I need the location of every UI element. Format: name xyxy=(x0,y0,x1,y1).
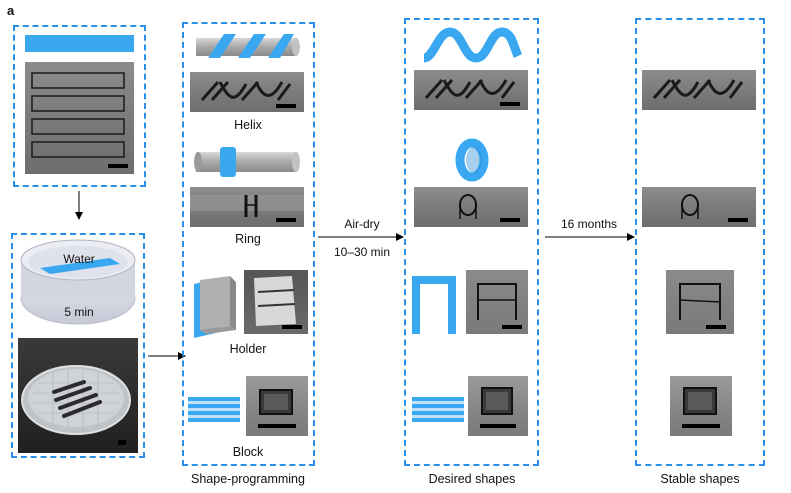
holder-illustration xyxy=(194,276,236,338)
ring-stable-micrograph xyxy=(642,187,756,227)
block-desired-sem-drawing xyxy=(481,387,513,415)
holder-stable-micrograph xyxy=(666,270,734,334)
holder-desired-micrograph xyxy=(466,270,528,334)
block-desired-micrograph xyxy=(468,376,528,436)
scale-bar xyxy=(728,218,748,222)
helix-wrap-illustration xyxy=(196,34,300,58)
block-illustration xyxy=(188,397,240,422)
block-programmed-micrograph xyxy=(246,376,308,436)
panel-letter: a xyxy=(7,3,15,18)
petri-dish-photo xyxy=(18,338,138,453)
film-preparation-box xyxy=(13,25,146,187)
ring-sem-drawing xyxy=(190,195,304,217)
ring-programmed-micrograph xyxy=(190,187,304,227)
shape-programming-caption: Shape-programming xyxy=(191,472,305,486)
block-sem-drawing xyxy=(259,389,293,415)
scale-bar xyxy=(108,164,128,168)
water-soak-box xyxy=(11,233,145,458)
ring-wrap-illustration xyxy=(194,147,300,177)
film-strips-drawing xyxy=(31,72,125,158)
air-dry-label: Air-dry xyxy=(344,217,380,231)
scale-bar xyxy=(480,424,516,428)
blue-film-strip xyxy=(25,35,134,52)
water-label: Water xyxy=(63,252,95,266)
block-label: Block xyxy=(232,445,264,459)
scale-bar xyxy=(706,325,726,329)
holder-label: Holder xyxy=(229,342,267,356)
helix-stable-sem-drawing xyxy=(652,79,744,99)
helix-label: Helix xyxy=(234,118,262,132)
stable-shapes-box xyxy=(635,18,765,466)
ring-label: Ring xyxy=(235,232,261,246)
down-arrow xyxy=(75,191,83,220)
ring-desired-micrograph xyxy=(414,187,528,227)
ring-desired-sem-drawing xyxy=(459,194,477,219)
scale-bar xyxy=(282,325,302,329)
air-dry-time-label: 10–30 min xyxy=(333,245,391,259)
holder-desired-sem-drawing xyxy=(477,283,517,320)
water-dish-illustration xyxy=(20,239,136,325)
scale-bar xyxy=(502,325,522,329)
holder-desired-illustration xyxy=(412,276,456,334)
desired-shapes-caption: Desired shapes xyxy=(428,472,516,486)
holder-stable-sem-drawing xyxy=(679,283,721,320)
helix-programmed-micrograph xyxy=(190,72,304,112)
scale-bar xyxy=(258,424,296,428)
helix-desired-illustration xyxy=(422,27,523,63)
scale-bar xyxy=(276,104,296,108)
storage-time-label: 16 months xyxy=(560,217,618,231)
stable-shapes-caption: Stable shapes xyxy=(660,472,740,486)
film-strips-micrograph xyxy=(25,62,134,174)
air-dry-arrow xyxy=(318,233,404,241)
storage-arrow xyxy=(545,233,635,241)
ring-desired-illustration xyxy=(455,138,489,182)
block-stable-micrograph xyxy=(670,376,732,436)
helix-stable-micrograph xyxy=(642,70,756,110)
desired-shapes-box xyxy=(404,18,539,466)
scale-bar xyxy=(500,102,520,106)
block-desired-illustration xyxy=(412,397,464,422)
helix-desired-micrograph xyxy=(414,70,528,110)
petri-dish-drawing xyxy=(21,365,131,435)
shape-programming-box xyxy=(182,22,315,466)
holder-sem-drawing xyxy=(254,276,296,326)
helix-desired-sem-drawing xyxy=(424,79,516,99)
scale-bar xyxy=(682,424,720,428)
holder-programmed-micrograph xyxy=(244,270,308,334)
scale-bar xyxy=(276,218,296,222)
scale-bar xyxy=(500,218,520,222)
helix-sem-drawing xyxy=(200,81,292,101)
soak-time-label: 5 min xyxy=(64,305,94,319)
block-stable-sem-drawing xyxy=(683,387,717,415)
ring-stable-sem-drawing xyxy=(681,194,699,219)
scale-bar xyxy=(118,440,126,445)
